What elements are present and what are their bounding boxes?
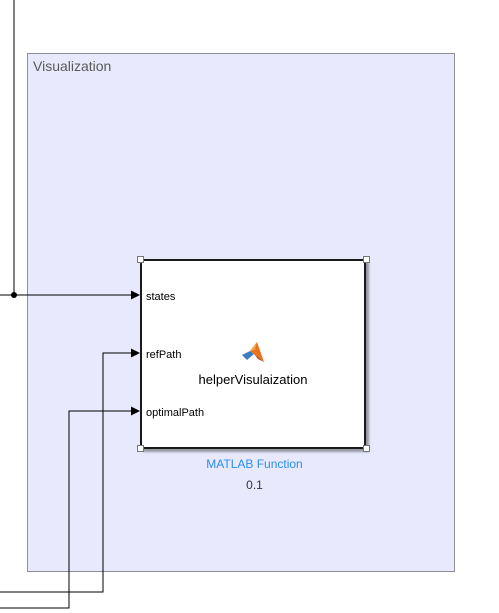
arrow-refPath [131, 348, 140, 358]
function-name: helperVisulaization [198, 372, 308, 387]
matlab-function-block[interactable]: states refPath optimalPath helperVisulai… [140, 259, 366, 449]
branch-point [11, 292, 17, 298]
resize-handle-top-right[interactable] [363, 256, 370, 263]
arrow-optimalPath [131, 406, 140, 416]
port-optimalPath[interactable]: optimalPath [146, 407, 205, 419]
sample-time-label: 0.1 [246, 478, 263, 492]
block-type-label[interactable]: MATLAB Function [206, 457, 303, 471]
signal-line-optimalPath [0, 410, 132, 609]
resize-handle-top-left[interactable] [137, 256, 144, 263]
resize-handle-bottom-left[interactable] [137, 445, 144, 452]
matlab-logo-icon [242, 342, 264, 362]
signal-line-refPath [0, 352, 132, 593]
arrow-states [131, 290, 140, 300]
area-title: Visualization [33, 58, 112, 74]
signal-line-states [0, 0, 132, 296]
port-refPath[interactable]: refPath [146, 349, 182, 361]
resize-handle-bottom-right[interactable] [363, 445, 370, 452]
port-states[interactable]: states [146, 291, 176, 303]
